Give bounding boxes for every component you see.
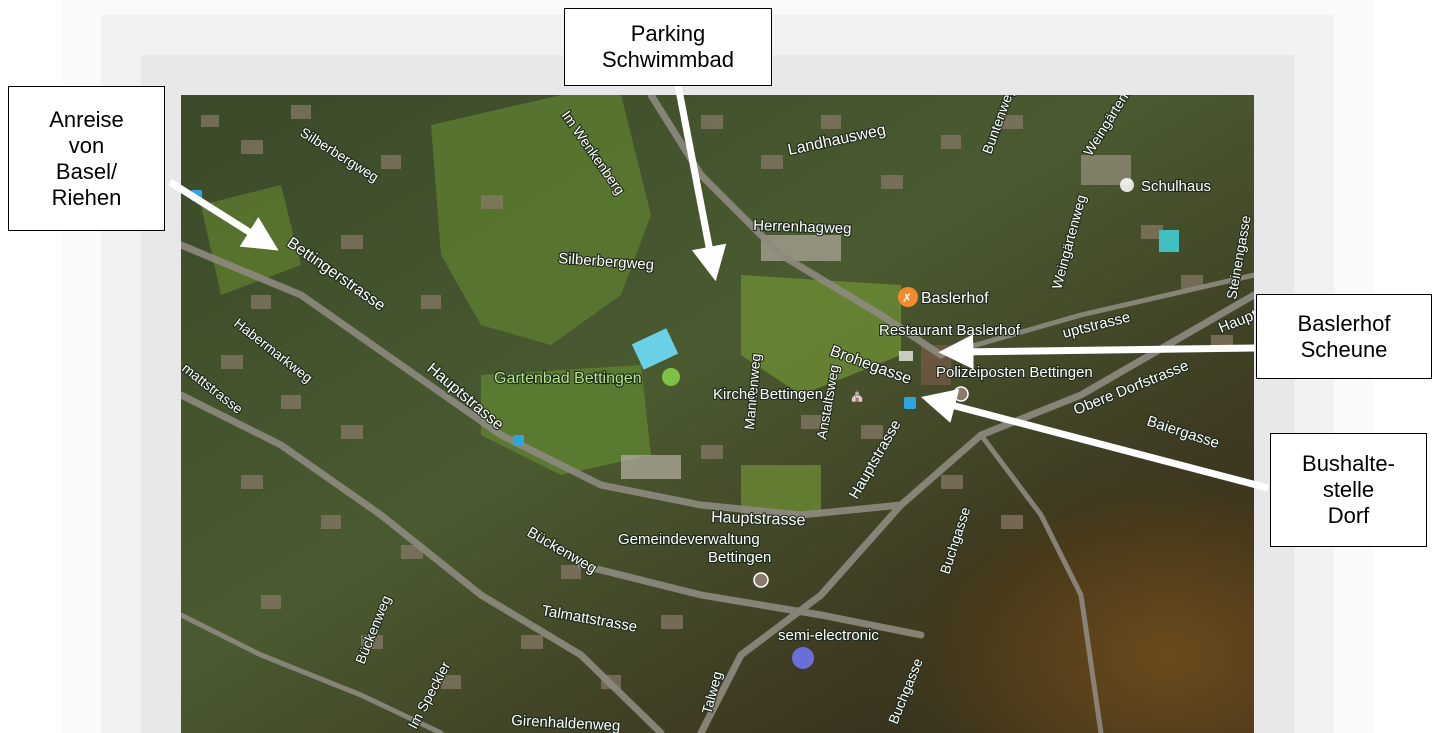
church-icon: ⛪ [849,386,865,402]
hotel-icon [899,351,913,361]
callout-bushaltestelle: Bushalte- stelle Dorf [1270,433,1427,547]
poi-restaurant-baslerhof: Restaurant Baslerhof [879,322,1021,339]
fork-knife-icon: ✗ [902,291,912,305]
satellite-map[interactable]: Silberbergweg Im Wenkenberg Landhausweg … [181,95,1254,733]
callout-baslerhof: Baslerhof Scheune [1256,294,1432,379]
street-label: Girenhaldenweg [511,712,621,733]
callout-parking: Parking Schwimmbad [564,8,772,86]
arrow-baslerhof [938,334,1256,370]
bus-stop-icon[interactable] [904,397,916,409]
poi-schulhaus: Schulhaus [1141,178,1211,195]
poi-semi-electronic: semi-electronic [778,627,879,644]
meadow-area [741,465,821,515]
shop-pin[interactable] [792,647,814,669]
arrow-anreise [168,179,279,251]
arrow-bushalt [921,388,1269,492]
callout-anreise: Anreise von Basel/ Riehen [8,86,165,231]
poi-gemeindeverwaltung: Gemeindeverwaltung [618,531,760,548]
school-pin[interactable] [1120,178,1134,192]
meadow-area [431,95,651,345]
swimming-pool [631,328,679,370]
street-label: Hauptstrasse [711,509,806,529]
park-icon [662,368,680,386]
town-hall-icon [753,572,769,588]
poi-gartenbad: Gartenbad Bettingen [494,370,642,387]
swimming-pool [1159,230,1179,252]
restaurant-pin[interactable]: ✗ [898,287,918,307]
poi-kirche: Kirche Bettingen [713,386,823,403]
poi-polizeiposten: Polizeiposten Bettingen [936,364,1093,381]
bus-stop-icon[interactable] [513,435,524,446]
street-label: Herrenhagweg [753,217,852,237]
park-pin[interactable] [662,368,680,386]
arrow-parking [674,84,727,282]
shopping-bag-icon [792,647,814,669]
poi-baslerhof: Baslerhof [921,290,989,307]
school-icon [1120,178,1134,192]
restaurant-icon [898,287,918,307]
poi-gemeindeverwaltung-bettingen: Bettingen [708,549,771,566]
